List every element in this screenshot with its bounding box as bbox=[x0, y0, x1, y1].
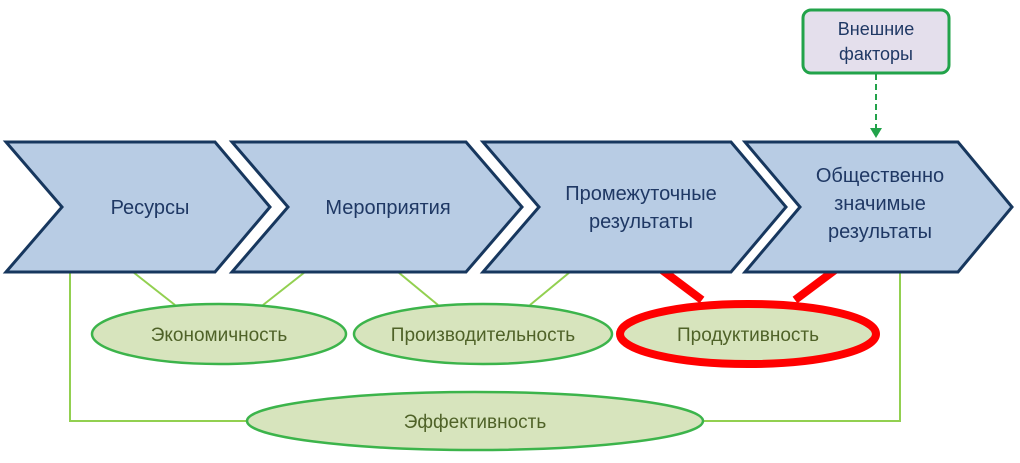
measure-ellipses bbox=[90, 300, 880, 452]
measure-effectiveness-label: Эффективность bbox=[404, 412, 547, 433]
measure-output-label: Продуктивность bbox=[677, 325, 819, 346]
connector-resources-effectiveness bbox=[69, 270, 248, 422]
stage-outcomes-chevron bbox=[741, 140, 1014, 274]
connector-activities-productivity bbox=[397, 271, 439, 306]
connectors bbox=[69, 74, 901, 422]
connector-resources-economy bbox=[132, 271, 176, 306]
connector-interim-output bbox=[659, 266, 705, 304]
connector-activities-economy bbox=[262, 271, 306, 306]
stage-interim-label-line1: Промежуточные bbox=[565, 183, 716, 205]
stage-interim-chevron bbox=[479, 140, 788, 274]
external-factors-box bbox=[801, 8, 951, 75]
dashed-arrowhead bbox=[870, 128, 882, 138]
measure-productivity-label: Производительность bbox=[391, 325, 576, 346]
stage-activities-chevron bbox=[228, 140, 524, 274]
external-factors-label-line1: Внешние bbox=[838, 19, 914, 39]
stage-activities-label: Мероприятия bbox=[325, 197, 450, 219]
measure-economy-label: Экономичность bbox=[151, 325, 288, 346]
measure-output-ellipse-highlighted bbox=[616, 300, 880, 368]
stage-outcomes-label-line2: значимые bbox=[834, 193, 926, 215]
connector-outcomes-output bbox=[792, 266, 838, 304]
stage-resources-label: Ресурсы bbox=[111, 197, 190, 219]
measure-productivity-ellipse bbox=[352, 302, 614, 366]
measure-economy-ellipse bbox=[90, 302, 348, 366]
measure-effectiveness-ellipse bbox=[245, 390, 705, 452]
stage-chevrons bbox=[2, 140, 1014, 274]
connector-outcomes-effectiveness bbox=[703, 270, 901, 422]
stage-resources-chevron bbox=[2, 140, 272, 274]
stage-outcomes-label-line1: Общественно bbox=[816, 165, 944, 187]
stage-interim-label-line2: результаты bbox=[589, 211, 693, 233]
external-factors-label-line2: факторы bbox=[839, 44, 913, 64]
connector-interim-productivity bbox=[529, 271, 571, 306]
stage-outcomes-label-line3: результаты bbox=[828, 221, 932, 243]
